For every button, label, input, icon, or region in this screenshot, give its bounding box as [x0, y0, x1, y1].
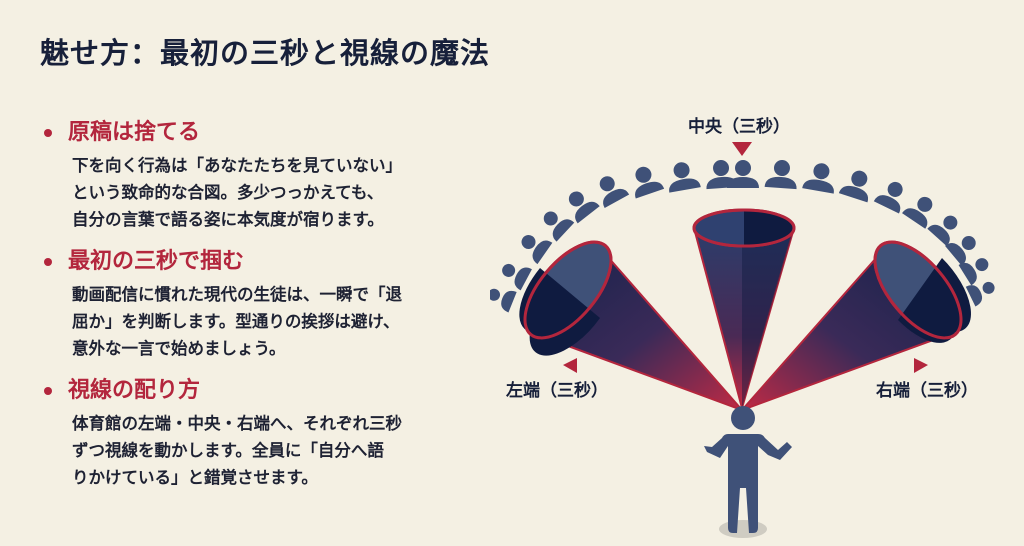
point-body: 体育館の左端・中央・右端へ、それぞれ三秒 ずつ視線を動かします。全員に「自分へ語…: [72, 414, 402, 487]
marker-triangle-icon: [563, 358, 577, 373]
audience-person-icon: [945, 236, 976, 266]
bullet-icon: [44, 387, 52, 395]
speaker-person-icon: [704, 406, 792, 538]
audience-person-icon: [669, 162, 701, 193]
audience-person-icon: [502, 263, 532, 291]
gaze-cone-icon: [519, 240, 743, 411]
right-label: 右端（三秒）: [876, 381, 978, 401]
audience-person-icon: [902, 196, 933, 229]
point-heading: 最初の三秒で掴む: [68, 249, 245, 274]
point-heading: 原稿は捨てる: [68, 120, 201, 145]
page-title: 魅せ方：最初の三秒と視線の魔法: [40, 36, 491, 70]
center-label: 中央（三秒）: [688, 117, 790, 137]
gaze-cone-icon: [692, 208, 796, 412]
gaze-diagram-svg: [488, 142, 995, 538]
point-item: 最初の三秒で掴む 動画配信に慣れた現代の生徒は、一瞬で「退 屈か」を判断します。…: [44, 247, 484, 362]
bullet-icon: [44, 258, 52, 266]
point-body: 下を向く行為は「あなたたちを見ていない」 という致命的な合図。多少つっかえても、…: [72, 156, 402, 229]
audience-person-icon: [543, 211, 575, 242]
point-heading: 視線の配り方: [68, 378, 201, 403]
audience-person-icon: [838, 170, 869, 203]
audience-person-icon: [599, 176, 630, 209]
audience-person-icon: [568, 191, 600, 224]
audience-person-icon: [965, 281, 995, 307]
left-label: 左端（三秒）: [506, 381, 608, 401]
audience-person-icon: [873, 181, 903, 214]
bullet-icon: [44, 129, 52, 137]
audience-person-icon: [521, 234, 553, 265]
gaze-cone-icon: [741, 240, 971, 411]
audience-person-icon: [927, 215, 958, 247]
gaze-diagram: 中央（三秒） 左端（三秒） 右端（三秒）: [488, 100, 1024, 542]
audience-person-icon: [488, 288, 517, 313]
point-item: 原稿は捨てる 下を向く行為は「あなたたちを見ていない」 という致命的な合図。多少…: [44, 118, 484, 233]
marker-triangle-icon: [914, 358, 928, 373]
point-item: 視線の配り方 体育館の左端・中央・右端へ、それぞれ三秒 ずつ視線を動かします。全…: [44, 376, 484, 491]
audience-person-icon: [802, 163, 834, 194]
audience-arc: [488, 160, 995, 313]
point-body: 動画配信に慣れた現代の生徒は、一瞬で「退 屈か」を判断します。型通りの挨拶は避け…: [72, 285, 402, 358]
audience-person-icon: [635, 166, 665, 199]
audience-person-icon: [764, 160, 797, 190]
marker-triangle-icon: [732, 142, 752, 156]
audience-person-icon: [958, 258, 989, 286]
key-points-list: 原稿は捨てる 下を向く行為は「あなたたちを見ていない」 という致命的な合図。多少…: [44, 118, 484, 505]
audience-person-icon: [727, 160, 759, 188]
